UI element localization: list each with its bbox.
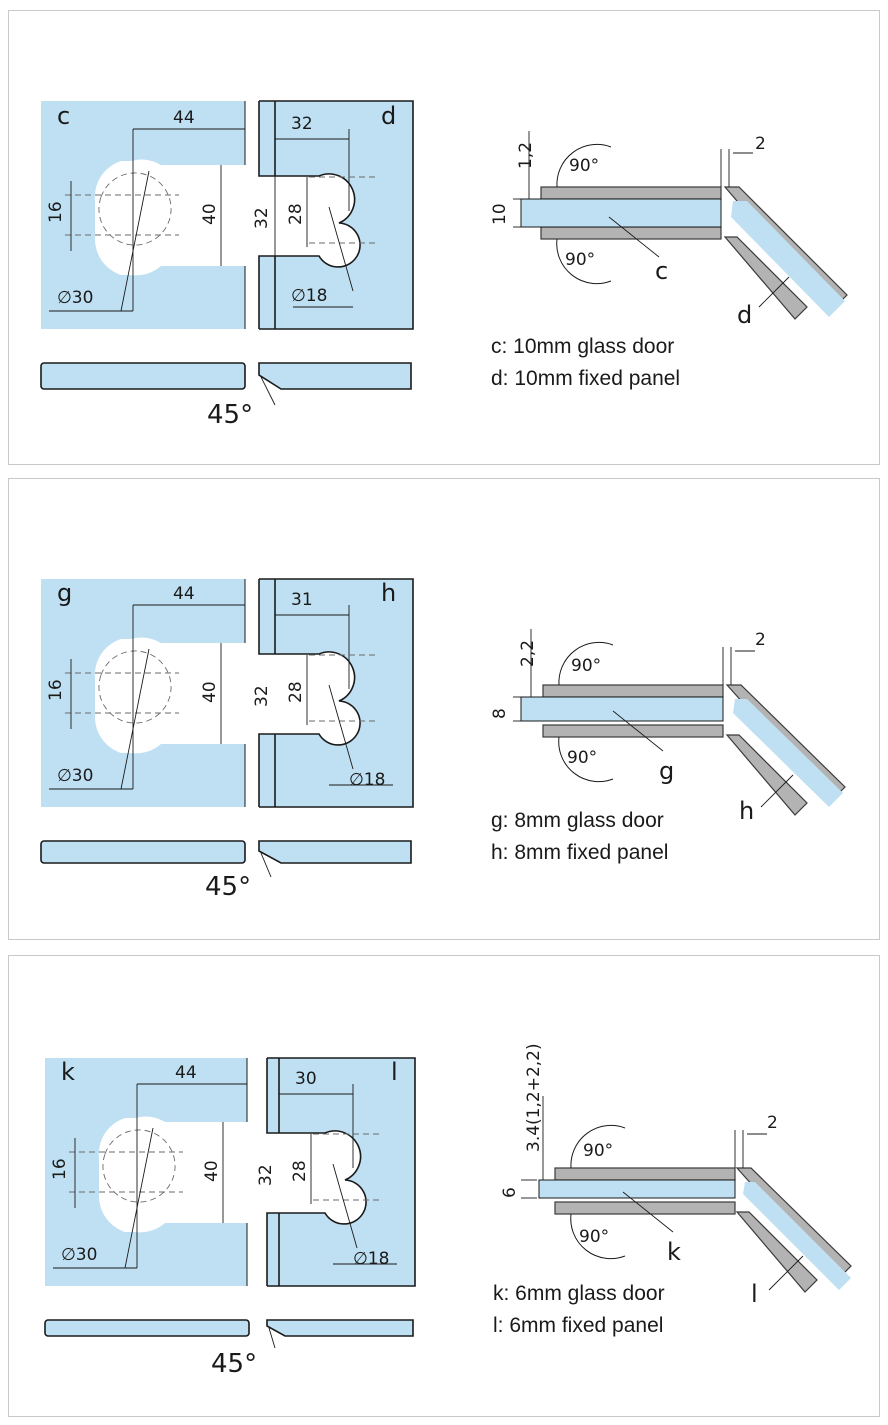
angle-bottom: 90°	[565, 250, 595, 270]
dim-40: 40	[200, 203, 220, 225]
dia-18: ∅18	[291, 286, 327, 306]
diagram-1: c 44 16 40 ∅30 d 32 32 28 ∅18 45°	[40, 100, 848, 430]
dim-32: 32	[256, 1164, 276, 1186]
dim-top-right: 31	[291, 590, 313, 610]
panel-2: g 44 16 40 ∅30 h 31 32 28 ∅18 45°	[8, 478, 880, 940]
door-label: c	[655, 257, 668, 285]
left-plate	[41, 101, 245, 329]
dia-30: ∅30	[61, 1245, 97, 1265]
dim-32: 32	[252, 207, 272, 229]
diagram-3: k 44 16 40 ∅30 l 30 32 28 ∅18 45°	[44, 1043, 852, 1379]
gap-side: 2	[767, 1113, 778, 1133]
dia-18: ∅18	[353, 1249, 389, 1269]
dia-30: ∅30	[57, 288, 93, 308]
caption-door: g: 8mm glass door	[491, 809, 664, 832]
bevel-angle: 45°	[207, 400, 253, 430]
bevel-angle: 45°	[205, 872, 251, 902]
right-plate-label: d	[381, 102, 396, 130]
dim-top-right: 30	[295, 1069, 317, 1089]
dim-44: 44	[175, 1063, 197, 1083]
angle-bottom: 90°	[567, 748, 597, 768]
left-plate-label: k	[61, 1058, 75, 1086]
dim-top-right: 32	[291, 114, 313, 134]
thickness: 10	[490, 203, 510, 225]
panel-label: h	[739, 797, 754, 825]
angle-top: 90°	[583, 1141, 613, 1161]
dim-16: 16	[46, 679, 66, 701]
dim-40: 40	[202, 1160, 222, 1182]
dim-32: 32	[252, 685, 272, 707]
left-plate-label: g	[57, 579, 72, 607]
door-label: g	[659, 757, 674, 785]
dim-16: 16	[46, 201, 66, 223]
caption-block: k: 6mm glass door l: 6mm fixed panel	[493, 1278, 665, 1342]
caption-door: k: 6mm glass door	[493, 1282, 665, 1305]
caption-panel: h: 8mm fixed panel	[491, 841, 669, 864]
door-label: k	[667, 1238, 681, 1266]
panel-label: l	[751, 1280, 758, 1308]
caption-block: g: 8mm glass door h: 8mm fixed panel	[491, 805, 668, 869]
angle-top: 90°	[569, 156, 599, 176]
panel-1: c 44 16 40 ∅30 d 32 32 28 ∅18 45°	[8, 10, 880, 465]
bevel-angle: 45°	[211, 1349, 257, 1379]
diagram-2: g 44 16 40 ∅30 h 31 32 28 ∅18 45°	[40, 578, 846, 902]
gap-top: 2,2	[518, 640, 538, 667]
dim-28: 28	[290, 1160, 310, 1182]
angle-top: 90°	[571, 656, 601, 676]
gap-side: 2	[755, 134, 766, 154]
thickness: 8	[490, 708, 510, 719]
thickness: 6	[500, 1187, 520, 1198]
caption-panel: d: 10mm fixed panel	[491, 367, 681, 390]
caption-panel: l: 6mm fixed panel	[493, 1314, 664, 1337]
dim-44: 44	[173, 584, 195, 604]
caption-block: c: 10mm glass door d: 10mm fixed panel	[491, 331, 680, 395]
right-plate	[259, 101, 413, 329]
dim-40: 40	[200, 681, 220, 703]
caption-door: c: 10mm glass door	[491, 335, 675, 358]
panel-3: k 44 16 40 ∅30 l 30 32 28 ∅18 45°	[8, 955, 880, 1417]
dim-28: 28	[286, 681, 306, 703]
dim-16: 16	[50, 1158, 70, 1180]
right-plate-label: h	[381, 579, 396, 607]
dim-44: 44	[173, 108, 195, 128]
gap-top: 3.4(1,2+2,2)	[524, 1043, 544, 1152]
left-plate-label: c	[57, 102, 70, 130]
right-plate-label: l	[391, 1058, 398, 1086]
dia-18: ∅18	[349, 770, 385, 790]
dim-28: 28	[286, 203, 306, 225]
gap-side: 2	[755, 630, 766, 650]
dia-30: ∅30	[57, 766, 93, 786]
gap-top: 1,2	[516, 142, 536, 169]
angle-bottom: 90°	[579, 1227, 609, 1247]
panel-label: d	[737, 301, 752, 329]
